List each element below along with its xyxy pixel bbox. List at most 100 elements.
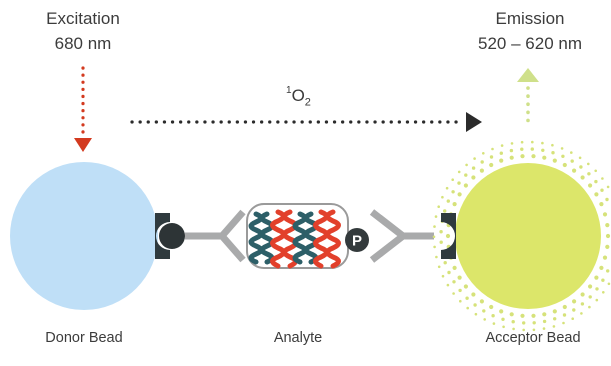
- glow-dot: [560, 147, 564, 150]
- helix-teal-1: [248, 211, 275, 265]
- glow-dot: [447, 270, 451, 275]
- glow-dot: [601, 278, 605, 282]
- glow-dot: [605, 244, 610, 249]
- glow-dot: [491, 147, 494, 151]
- acceptor-bead-label: Acceptor Bead: [485, 330, 581, 346]
- glow-dot: [433, 245, 436, 249]
- acceptor-bead: [455, 163, 601, 309]
- glow-dot: [561, 154, 565, 158]
- glow-dot: [602, 291, 605, 294]
- glow-dot: [441, 274, 445, 278]
- glow-dot: [465, 163, 468, 167]
- glow-dot: [595, 287, 599, 291]
- glow-dot: [482, 309, 486, 313]
- glow-dot: [437, 205, 441, 208]
- glow-dot: [602, 212, 608, 217]
- glow-dot: [599, 265, 604, 270]
- helix-teal-2: [292, 211, 319, 265]
- glow-dot: [445, 233, 451, 239]
- glow-dot: [457, 181, 461, 185]
- donor-connector: [155, 213, 185, 259]
- glow-dot: [553, 317, 557, 321]
- donor-bead-label: Donor Bead: [45, 330, 123, 346]
- glow-dot: [473, 303, 477, 307]
- glow-dot: [466, 306, 470, 310]
- glow-dot: [459, 299, 462, 303]
- glow-dot: [606, 185, 610, 189]
- glow-dot: [530, 147, 534, 151]
- glow-dot: [439, 230, 443, 234]
- glow-dot: [542, 155, 547, 160]
- glow-dot: [452, 280, 456, 284]
- glow-dot: [531, 140, 534, 144]
- glow-dot: [532, 328, 536, 332]
- glow-dot: [437, 265, 441, 269]
- glow-dot: [489, 162, 494, 168]
- glow-dot: [520, 140, 524, 144]
- glow-dot: [499, 158, 504, 163]
- singlet-oxygen-superscript: 1: [286, 85, 292, 97]
- glow-dot: [588, 295, 592, 299]
- glow-dot: [520, 147, 524, 151]
- singlet-oxygen-base: O: [291, 86, 305, 105]
- glow-dot: [474, 312, 478, 316]
- glow-dot: [441, 195, 444, 199]
- glow-dot: [473, 157, 476, 160]
- glow-dot: [572, 299, 577, 304]
- glow-dot: [465, 296, 469, 300]
- glow-dot: [445, 186, 449, 190]
- glow-dot: [552, 325, 556, 328]
- glow-dot: [570, 159, 574, 163]
- glow-dot: [562, 162, 567, 168]
- glow-dot: [605, 197, 609, 202]
- glow-dot: [520, 313, 525, 318]
- glow-dot: [562, 304, 567, 310]
- glow-dot: [594, 179, 598, 184]
- glow-dot: [595, 298, 599, 302]
- analyte-label: Analyte: [273, 330, 323, 346]
- glow-dot: [605, 233, 611, 239]
- singlet-oxygen-label: 1O2: [286, 85, 311, 108]
- glow-dot: [587, 172, 591, 176]
- glow-dot: [511, 320, 515, 324]
- glow-dot: [606, 269, 610, 273]
- glow-dot: [452, 202, 457, 207]
- glow-dot: [551, 151, 555, 155]
- glow-dot: [471, 175, 476, 180]
- glow-dot: [541, 148, 545, 152]
- emission-arrow: [517, 68, 539, 130]
- glow-dot: [601, 177, 604, 180]
- excitation-arrow: [74, 66, 92, 152]
- glow-dot: [522, 321, 526, 325]
- glow-dot: [588, 183, 593, 188]
- glow-dot: [600, 188, 604, 192]
- donor-antibody: [185, 209, 246, 263]
- glow-dot: [500, 144, 504, 147]
- glow-dot: [463, 183, 468, 188]
- glow-dot: [588, 284, 593, 289]
- glow-dot: [572, 308, 576, 312]
- glow-dot: [578, 156, 582, 160]
- phospho-symbol: P: [352, 233, 362, 250]
- excitation-wavelength: 680 nm: [54, 34, 112, 53]
- glow-dot: [452, 292, 455, 295]
- glow-dot: [510, 142, 514, 145]
- glow-dot: [580, 312, 583, 315]
- glow-dot: [531, 154, 536, 159]
- glow-dot: [492, 322, 496, 325]
- glow-dot: [509, 155, 514, 160]
- glow-dot: [479, 299, 484, 304]
- excitation-title: Excitation: [46, 9, 120, 28]
- glow-dot: [552, 158, 557, 163]
- glow-dot: [435, 255, 438, 259]
- glow-dot: [551, 143, 554, 147]
- helix-red-2: [313, 209, 341, 269]
- glow-dot: [512, 327, 515, 331]
- glow-dot: [587, 162, 590, 166]
- glow-dot: [580, 175, 585, 180]
- glow-dot: [451, 178, 455, 181]
- glow-dot: [433, 225, 436, 228]
- glow-dot: [499, 309, 504, 314]
- glow-dot: [580, 302, 585, 306]
